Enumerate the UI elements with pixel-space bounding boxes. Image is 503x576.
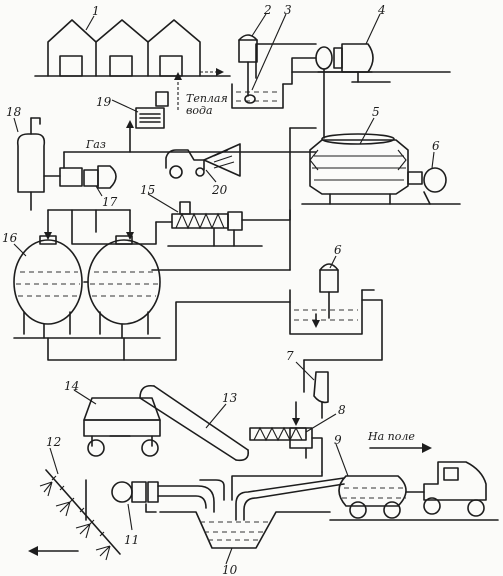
tanker-truck-9 xyxy=(338,461,487,519)
to-field-label: На поле xyxy=(367,430,415,443)
motor-unit-6-top xyxy=(407,167,447,205)
label-16: 16 xyxy=(2,231,18,245)
warm-water-label-line2: вода xyxy=(186,104,213,117)
lower-pipes xyxy=(47,301,291,361)
label-15: 15 xyxy=(140,183,155,197)
motor-unit-4 xyxy=(315,43,391,83)
label-6-lower: 6 xyxy=(334,243,342,257)
pump-11 xyxy=(111,481,215,513)
arrow-left xyxy=(28,546,79,556)
label-19: 19 xyxy=(96,95,112,109)
gas-label: Газ xyxy=(85,138,106,151)
trailer-14 xyxy=(83,397,161,457)
label-9: 9 xyxy=(334,433,342,447)
label-11: 11 xyxy=(124,533,139,547)
label-12: 12 xyxy=(46,435,61,449)
label-20: 20 xyxy=(211,183,228,197)
label-8: 8 xyxy=(338,403,346,417)
pump-tank xyxy=(231,34,317,109)
label-10: 10 xyxy=(222,563,238,576)
funnel-7 xyxy=(313,371,329,419)
label-2: 2 xyxy=(263,3,272,17)
leader-lines xyxy=(13,13,435,565)
label-18: 18 xyxy=(6,105,22,119)
label-14: 14 xyxy=(64,379,79,393)
label-5: 5 xyxy=(372,105,380,119)
label-7: 7 xyxy=(286,349,294,363)
lagoon-10 xyxy=(159,471,345,549)
compressor-17 xyxy=(59,165,117,189)
storage-tanks-16 xyxy=(13,235,161,339)
labels: 1 2 3 4 5 6 18 19 20 17 15 16 6 7 8 13 1… xyxy=(2,3,440,576)
heater-19 xyxy=(126,72,182,153)
screw-mixer-15 xyxy=(155,201,291,247)
label-6-top: 6 xyxy=(432,139,440,153)
flow-arrow-right xyxy=(200,68,224,76)
label-1: 1 xyxy=(92,4,100,18)
screw-conveyor-8 xyxy=(249,401,323,473)
sprinkler-slope-12 xyxy=(39,469,121,561)
warm-water-label-line1: Теплая xyxy=(186,92,228,105)
label-17: 17 xyxy=(102,195,118,209)
digester-5 xyxy=(301,133,461,205)
mixing-tank-6 xyxy=(289,263,383,393)
livestock-buildings xyxy=(34,19,231,77)
label-13: 13 xyxy=(222,391,238,405)
label-4: 4 xyxy=(377,3,386,17)
label-3: 3 xyxy=(284,3,292,17)
gas-holder-18 xyxy=(16,117,61,211)
tractor-20 xyxy=(165,143,241,179)
main-pipes xyxy=(44,127,317,271)
arrow-to-field xyxy=(369,443,432,453)
